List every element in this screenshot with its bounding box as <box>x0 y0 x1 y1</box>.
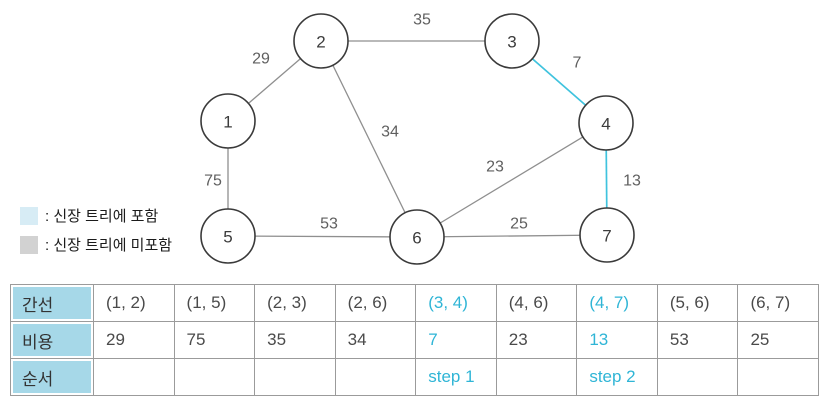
row-header-edge: 간선 <box>11 285 93 321</box>
cell-step-5 <box>496 359 577 395</box>
graph-node-label-6: 6 <box>412 229 421 248</box>
cell-cost-7: 53 <box>657 322 738 358</box>
graph-node-label-2: 2 <box>316 33 325 52</box>
cell-edge-6: (4, 7) <box>577 285 657 321</box>
legend-text-excluded: : 신장 트리에 미포함 <box>45 237 173 254</box>
cell-step-0 <box>94 359 174 395</box>
cell-step-3 <box>335 359 416 395</box>
graph-node-label-5: 5 <box>223 228 232 247</box>
cell-step-1 <box>174 359 255 395</box>
edge-weight-label-1-5: 75 <box>204 173 222 190</box>
graph-node-label-4: 4 <box>601 115 610 134</box>
legend: : 신장 트리에 포함 : 신장 트리에 미포함 <box>20 206 172 264</box>
cell-edge-2: (2, 3) <box>255 285 335 321</box>
cell-edge-4: (3, 4) <box>416 285 496 321</box>
cell-edge-8: (6, 7) <box>738 285 818 321</box>
graph-node-4 <box>578 95 634 151</box>
cell-cost-2: 35 <box>255 322 335 358</box>
row-header-step: 순서 <box>11 359 93 395</box>
cell-step-8 <box>738 359 818 395</box>
edge-cost-table: 간선(1, 2)(1, 5)(2, 3)(2, 6)(3, 4)(4, 6)(4… <box>10 284 819 396</box>
cell-cost-1: 75 <box>174 322 255 358</box>
graph-node-1 <box>200 93 256 149</box>
legend-text-included: : 신장 트리에 포함 <box>45 208 159 225</box>
graph-edge-2-6 <box>320 40 418 238</box>
edge-weight-label-4-7: 13 <box>623 173 641 190</box>
graph-edge-6-7 <box>416 234 608 238</box>
cell-edge-3: (2, 6) <box>335 285 416 321</box>
cell-step-7 <box>657 359 738 395</box>
graph-node-label-7: 7 <box>602 227 611 246</box>
legend-item-included: : 신장 트리에 포함 <box>20 206 172 225</box>
graph-node-7 <box>579 207 635 263</box>
cell-cost-8: 25 <box>738 322 818 358</box>
cell-cost-6: 13 <box>577 322 657 358</box>
edge-weight-label-2-3: 35 <box>413 12 431 29</box>
cell-cost-4: 7 <box>416 322 496 358</box>
cell-edge-1: (1, 5) <box>174 285 255 321</box>
cell-cost-3: 34 <box>335 322 416 358</box>
graph-node-3 <box>484 13 540 69</box>
edge-weight-label-2-6: 34 <box>381 124 399 141</box>
edge-weight-label-5-6: 53 <box>320 216 338 233</box>
cell-edge-0: (1, 2) <box>94 285 174 321</box>
graph-edge-4-6 <box>416 122 607 238</box>
cell-cost-5: 23 <box>496 322 577 358</box>
edge-weight-label-4-6: 23 <box>486 159 504 176</box>
cell-edge-5: (4, 6) <box>496 285 577 321</box>
graph-node-6 <box>389 209 445 265</box>
graph-node-5 <box>200 208 256 264</box>
edge-weight-label-6-7: 25 <box>510 216 528 233</box>
graph-node-label-1: 1 <box>223 113 232 132</box>
cell-step-2 <box>255 359 335 395</box>
cell-cost-0: 29 <box>94 322 174 358</box>
row-header-cost: 비용 <box>11 322 93 358</box>
legend-item-excluded: : 신장 트리에 미포함 <box>20 235 172 254</box>
graph-node-2 <box>293 13 349 69</box>
cell-step-4: step 1 <box>416 359 496 395</box>
cell-edge-7: (5, 6) <box>657 285 738 321</box>
graph-node-label-3: 3 <box>507 33 516 52</box>
edge-weight-label-1-2: 29 <box>252 51 270 68</box>
excluded-color-swatch <box>20 235 38 254</box>
graph-edge-5-6 <box>227 235 418 238</box>
included-color-swatch <box>20 206 38 225</box>
cell-step-6: step 2 <box>577 359 657 395</box>
edge-weight-label-3-4: 7 <box>573 55 582 72</box>
